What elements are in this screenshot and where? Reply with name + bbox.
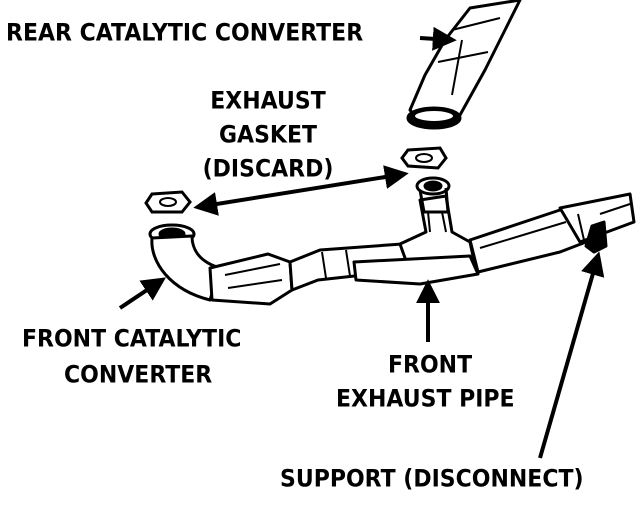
exhaust-gasket-label-line2: GASKET	[218, 122, 317, 149]
left-exhaust-gasket	[144, 190, 192, 214]
rear-catalytic-converter-label: REAR CATALYTIC CONVERTER	[6, 20, 364, 47]
front-catalytic-converter-label-line2: CONVERTER	[64, 362, 213, 389]
front-converter-arrow	[118, 277, 166, 310]
front-exhaust-pipe-label-line2: EXHAUST PIPE	[336, 386, 515, 413]
exhaust-gasket-label-line1: EXHAUST	[210, 88, 326, 115]
front-exhaust-pipe-label-line1: FRONT	[388, 352, 473, 379]
front-catalytic-converter-label-line1: FRONT CATALYTIC	[22, 326, 242, 353]
gasket-arrow	[193, 165, 409, 216]
support-arrow	[538, 251, 605, 459]
rear-converter-arrow	[419, 26, 457, 51]
rear-catalytic-converter-part	[406, 0, 522, 130]
support-label: SUPPORT (DISCONNECT)	[280, 466, 584, 493]
upper-exhaust-gasket	[400, 146, 448, 170]
leader-arrows	[118, 26, 605, 459]
exhaust-gasket-label-line3: (DISCARD)	[202, 156, 334, 183]
front-exhaust-assembly	[148, 176, 636, 306]
